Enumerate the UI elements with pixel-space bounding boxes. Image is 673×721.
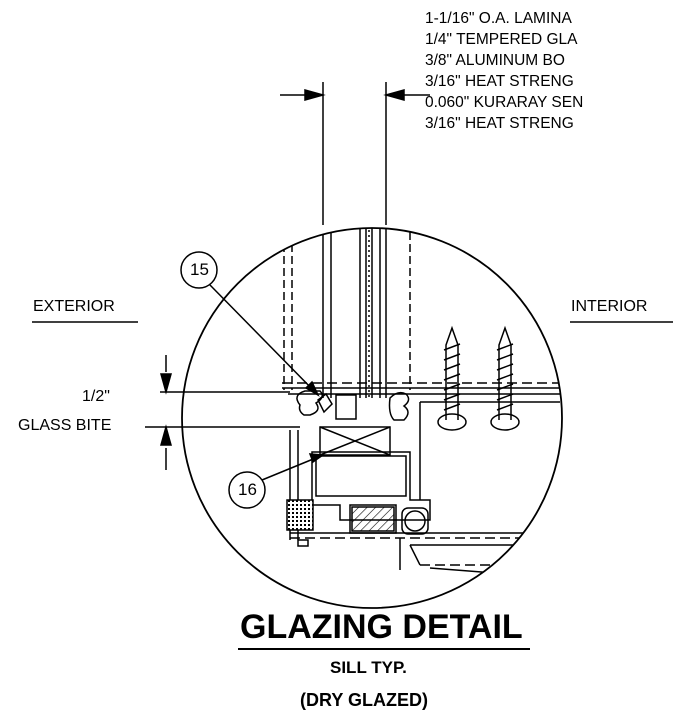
spec-line: 3/16" HEAT STRENG	[425, 115, 574, 132]
spec-line: 3/16" HEAT STRENG	[425, 73, 574, 90]
callout-16	[228, 453, 326, 509]
callout-16-number: 16	[238, 480, 257, 499]
glass-spec-list: 1-1/16" O.A. LAMINA 1/4" TEMPERED GLA 3/…	[425, 8, 673, 134]
top-dimension	[280, 82, 430, 225]
spec-line: 1-1/16" O.A. LAMINA	[425, 10, 572, 27]
glass-bite-label: GLASS BITE	[18, 417, 112, 434]
drawing-subtitle-1: SILL TYP.	[330, 658, 407, 677]
spec-line: 0.060" KURARAY SEN	[425, 94, 584, 111]
drawing-title: GLAZING DETAIL	[240, 608, 523, 646]
spec-line: 1/4" TEMPERED GLA	[425, 31, 578, 48]
callout-15-number: 15	[190, 260, 209, 279]
spec-line: 3/8" ALUMINUM BO	[425, 52, 565, 69]
drawing-subtitle-2: (DRY GLAZED)	[300, 690, 428, 710]
callout-15	[180, 251, 320, 397]
glass-bite-dimension	[145, 355, 300, 470]
detail-circle-content	[282, 228, 561, 579]
screws	[437, 325, 520, 431]
exterior-label: EXTERIOR	[33, 298, 115, 315]
interior-label: INTERIOR	[571, 298, 648, 315]
bite-dimension-label: 1/2"	[82, 388, 110, 405]
detail-circle	[181, 227, 563, 609]
